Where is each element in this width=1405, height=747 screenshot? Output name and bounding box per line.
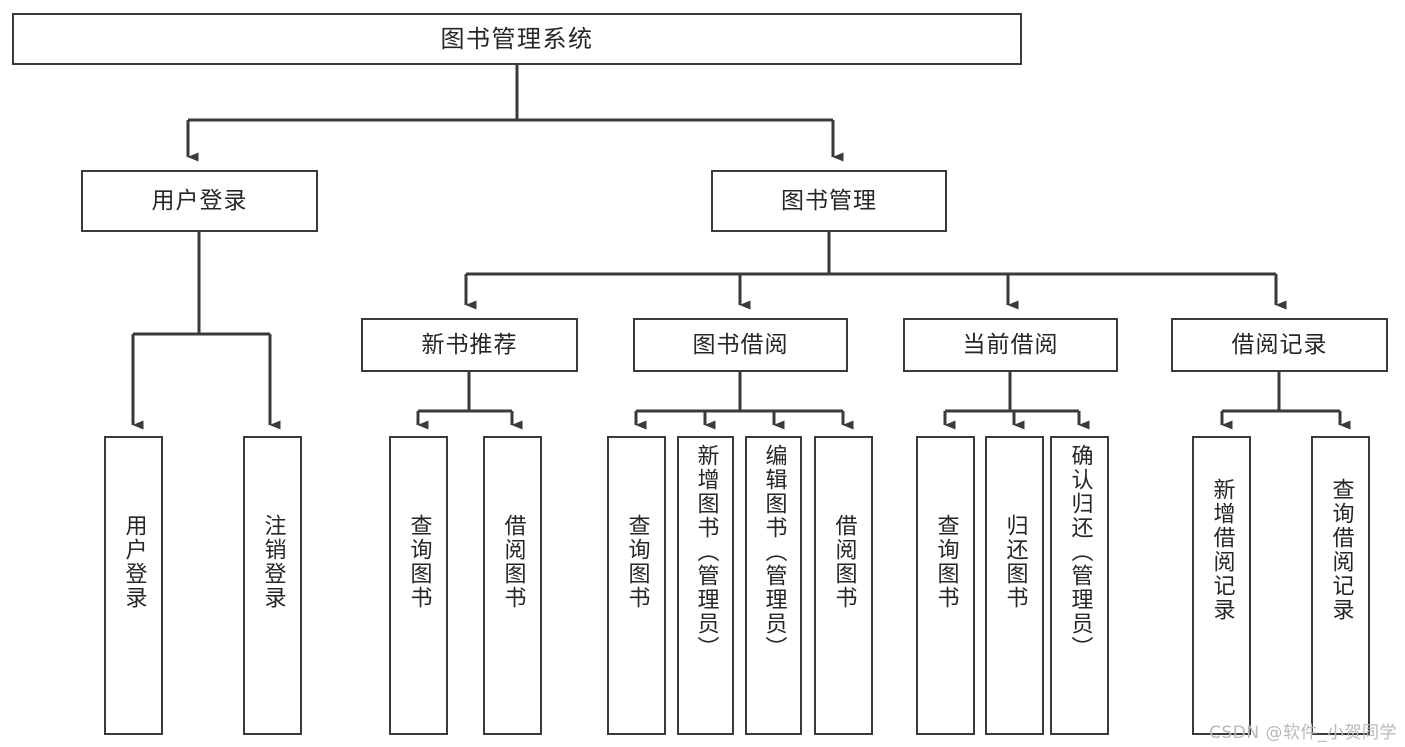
node-label: 归还图书 [1002, 514, 1028, 610]
node-label: 新书推荐 [421, 331, 518, 358]
csdn-watermark: CSDN @软件_小贺同学 [1209, 723, 1397, 743]
node-label: 借阅图书 [500, 514, 526, 610]
node-new-book-recommendation[interactable]: 新书推荐 [361, 318, 578, 372]
node-borrowing-record[interactable]: 借阅记录 [1171, 318, 1388, 372]
node-label: 查询借阅记录 [1328, 478, 1354, 622]
node-label: 注销登录 [260, 514, 286, 610]
node-label: 当前借阅 [962, 331, 1059, 358]
node-label: 借阅图书 [831, 514, 857, 610]
node-book-management[interactable]: 图书管理 [711, 170, 947, 232]
node-label: 查询图书 [406, 514, 432, 610]
node-label: 新增图书（管理员） [693, 444, 719, 660]
node-label: 图书管理系统 [440, 25, 594, 53]
node-label: 借阅记录 [1231, 331, 1328, 358]
leaf-book-borrow-query-books[interactable]: 查询图书 [607, 436, 666, 735]
leaf-user-login-signout[interactable]: 注销登录 [243, 436, 302, 735]
node-label: 用户登录 [121, 514, 147, 610]
node-label: 查询图书 [933, 514, 959, 610]
leaf-user-login-signin[interactable]: 用户登录 [104, 436, 163, 735]
leaf-borrow-record-query-record[interactable]: 查询借阅记录 [1311, 436, 1370, 735]
node-user-login[interactable]: 用户登录 [81, 170, 318, 232]
leaf-current-borrow-return-books[interactable]: 归还图书 [985, 436, 1044, 735]
leaf-current-borrow-query-books[interactable]: 查询图书 [916, 436, 975, 735]
leaf-borrow-record-add-record[interactable]: 新增借阅记录 [1192, 436, 1251, 735]
node-current-borrowing[interactable]: 当前借阅 [903, 318, 1118, 372]
leaf-new-book-query-books[interactable]: 查询图书 [389, 436, 448, 735]
leaf-book-borrow-add-book-admin[interactable]: 新增图书（管理员） [677, 436, 734, 735]
leaf-book-borrow-edit-book-admin[interactable]: 编辑图书（管理员） [745, 436, 802, 735]
node-root-library-management-system[interactable]: 图书管理系统 [12, 13, 1022, 65]
node-label: 确认归还（管理员） [1067, 444, 1093, 660]
node-book-borrowing[interactable]: 图书借阅 [633, 318, 848, 372]
leaf-new-book-borrow-books[interactable]: 借阅图书 [483, 436, 542, 735]
node-label: 编辑图书（管理员） [761, 444, 787, 660]
node-label: 新增借阅记录 [1209, 478, 1235, 622]
leaf-current-borrow-confirm-return-admin[interactable]: 确认归还（管理员） [1050, 436, 1109, 735]
node-label: 用户登录 [151, 187, 248, 214]
node-label: 图书借阅 [692, 331, 789, 358]
node-label: 图书管理 [781, 187, 877, 214]
leaf-book-borrow-borrow-books[interactable]: 借阅图书 [814, 436, 873, 735]
node-label: 查询图书 [624, 514, 650, 610]
